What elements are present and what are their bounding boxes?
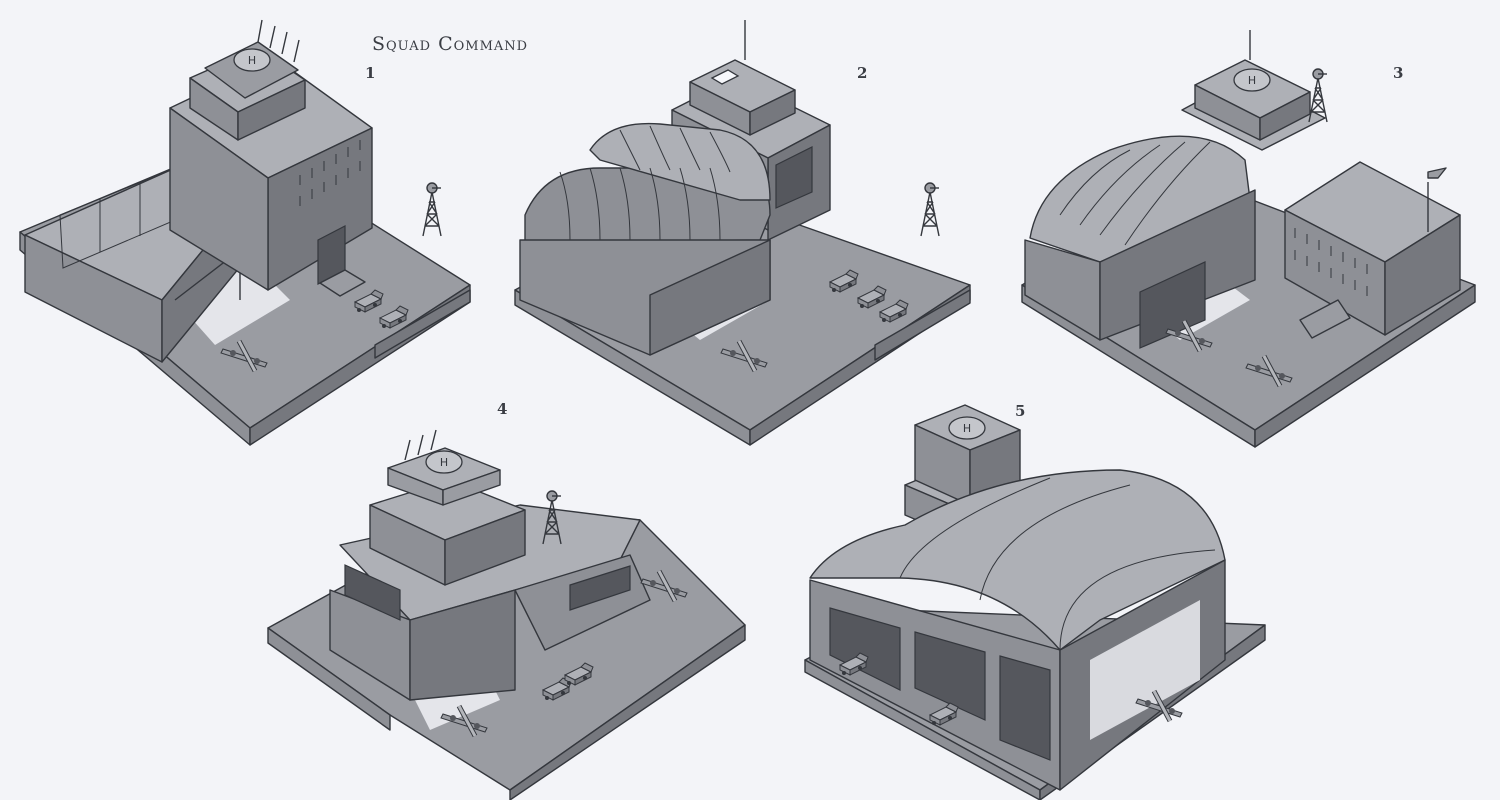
sheet-title: Squad Command	[372, 33, 529, 55]
variant-number-5: 5	[1015, 402, 1026, 420]
building-variant-4	[267, 429, 746, 800]
variant-number-3: 3	[1393, 64, 1404, 82]
building-variant-3	[1021, 30, 1476, 448]
variant-number-2: 2	[857, 64, 868, 82]
building-variant-5	[804, 404, 1266, 800]
building-variant-2	[514, 20, 971, 446]
building-variant-1	[19, 19, 471, 446]
variant-number-1: 1	[365, 64, 376, 82]
variant-number-4: 4	[497, 400, 508, 418]
